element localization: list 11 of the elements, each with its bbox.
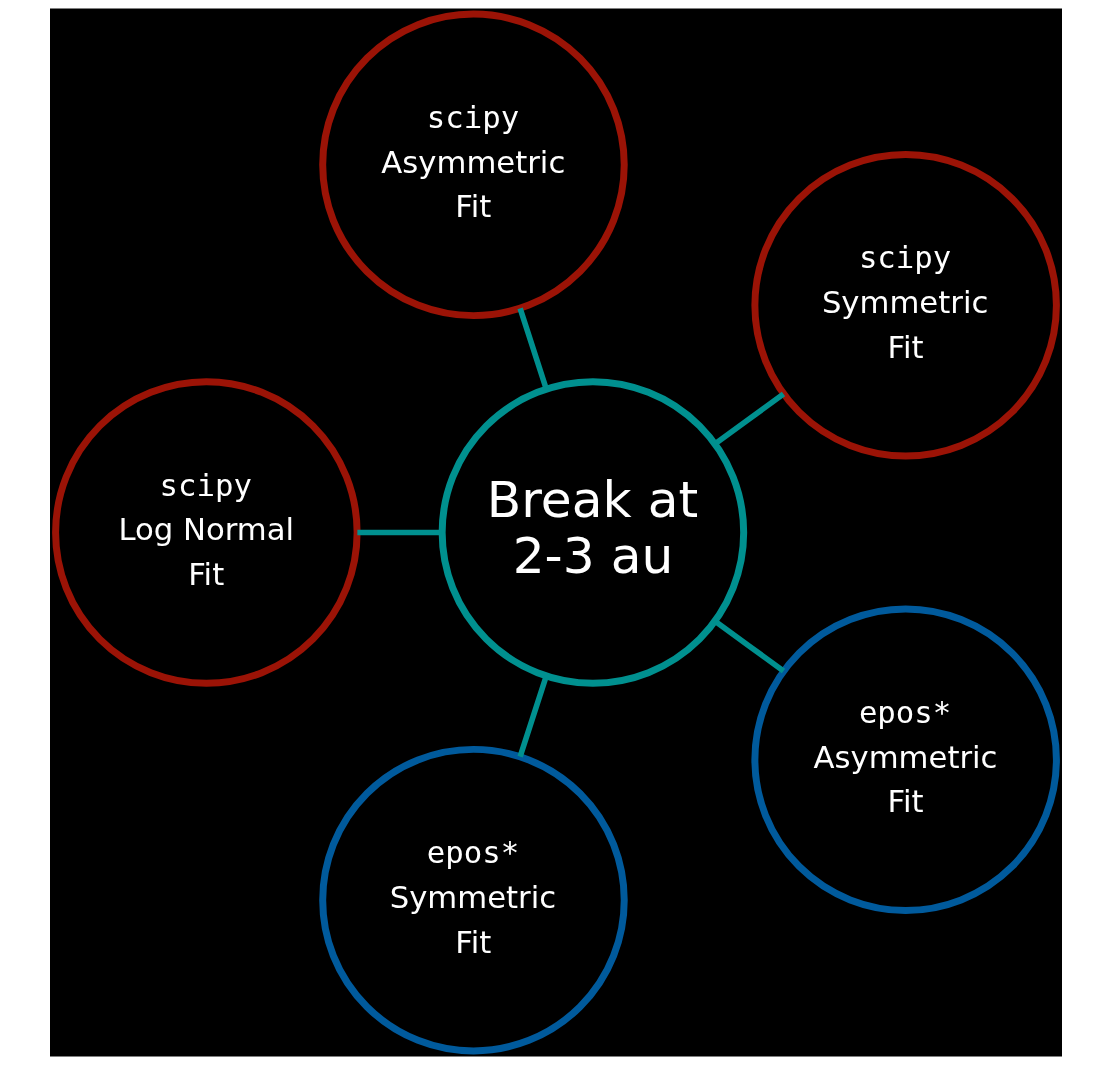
node-circle: epos* Symmetric Fit (319, 745, 628, 1055)
node-circle: Break at 2-3 au (438, 378, 748, 687)
node-circle: scipy Log Normal Fit (52, 378, 361, 687)
connector (357, 529, 442, 536)
node-circle: epos* Asymmetric Fit (751, 605, 1060, 914)
connector (713, 391, 786, 446)
connector (517, 675, 549, 758)
node-circle: scipy Symmetric Fit (751, 151, 1060, 460)
node-circle: scipy Asymmetric Fit (319, 10, 628, 320)
connector (713, 619, 786, 674)
connector (517, 307, 549, 390)
